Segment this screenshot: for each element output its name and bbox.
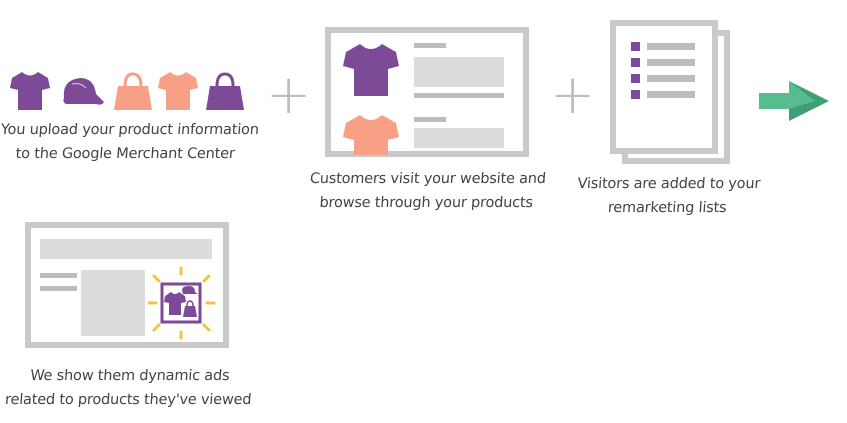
caption-line: browse through your products — [319, 195, 534, 211]
sparkle-rays — [147, 266, 216, 340]
plus-icon: + — [550, 63, 596, 126]
plus-icon: + — [266, 63, 312, 126]
step-caption-lists: Visitors are added to your remarketing l… — [563, 172, 772, 220]
cap-icon — [63, 78, 104, 105]
website-illustration — [325, 27, 529, 157]
caption-line: Customers visit your website and — [309, 171, 547, 187]
caption-line: related to products they've viewed — [4, 392, 252, 408]
tshirt-icon — [158, 72, 198, 110]
tshirt-icon — [343, 44, 399, 96]
dynamic-ads-illustration — [25, 222, 229, 348]
product-icons-row — [8, 70, 248, 112]
tshirt-icon — [343, 115, 399, 155]
caption-line: to the Google Merchant Center — [15, 146, 236, 162]
browser-window-icon — [25, 222, 229, 348]
remarketing-list-illustration — [608, 18, 732, 166]
arrow-right-icon — [757, 79, 831, 123]
step-caption-upload: You upload your product information to t… — [0, 118, 260, 166]
bag-icon — [206, 72, 244, 110]
caption-line: You upload your product information — [0, 122, 260, 138]
caption-line: Visitors are added to your — [576, 176, 761, 192]
browser-window-icon — [325, 27, 529, 157]
caption-line: remarketing lists — [607, 200, 727, 216]
bag-icon — [114, 72, 152, 110]
step-caption-ads: We show them dynamic ads related to prod… — [0, 364, 260, 412]
dynamic-ad-icon — [160, 282, 202, 324]
tshirt-icon — [10, 72, 50, 110]
product-icons — [10, 72, 244, 110]
caption-line: We show them dynamic ads — [29, 368, 230, 384]
list-document-icon — [610, 20, 730, 164]
step-caption-visit: Customers visit your website and browse … — [298, 167, 555, 215]
